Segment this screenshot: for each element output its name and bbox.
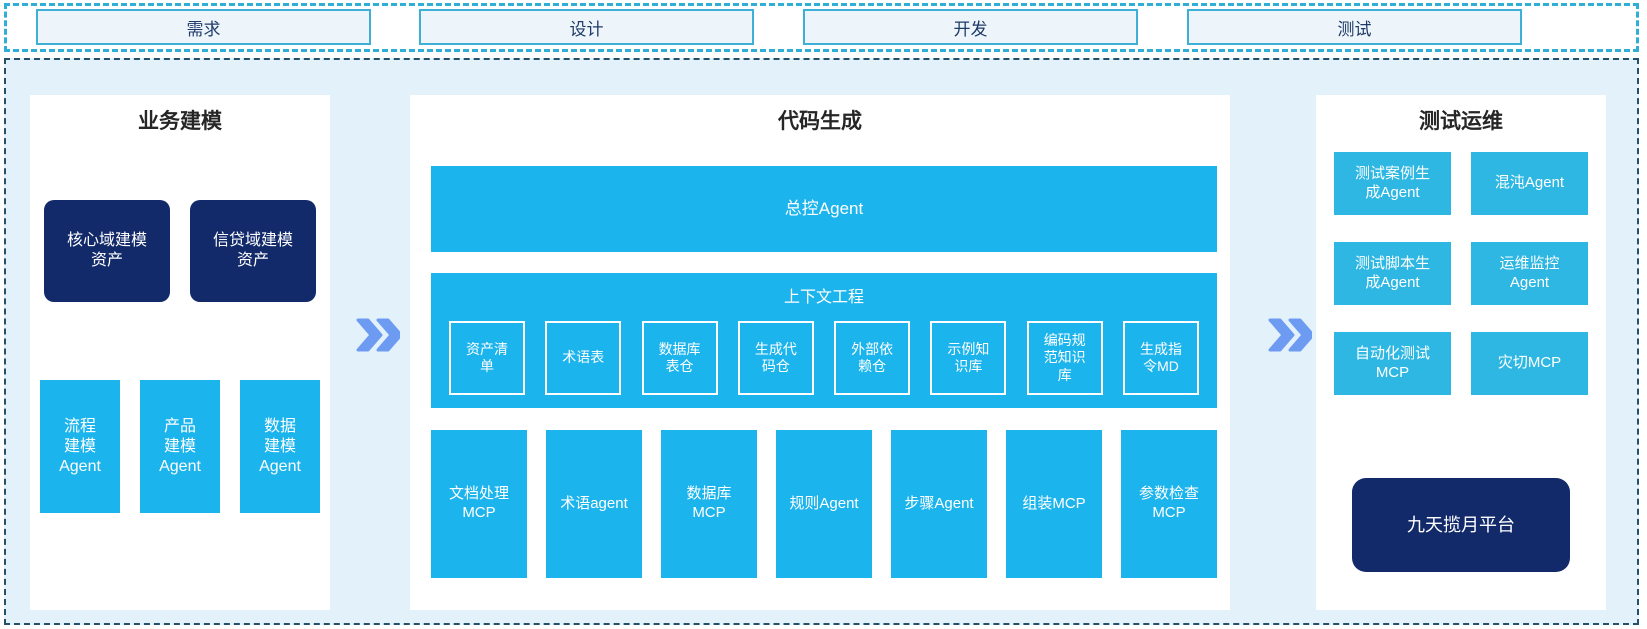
phase-box-design: 设计 — [419, 9, 754, 45]
panel-business-modeling: 业务建模 核心域建模 资产 信贷域建模 资产 流程 建模 Agent 产品 建模… — [30, 95, 330, 610]
assembly-mcp-box: 组装MCP — [1006, 430, 1102, 578]
context-item-row: 资产清 单 术语表 数据库 表仓 生成代 码仓 外部依 赖仓 示例知 识库 编码… — [449, 321, 1199, 395]
auto-test-mcp-box: 自动化测试 MCP — [1334, 332, 1451, 395]
test-script-gen-agent-box: 测试脚本生 成Agent — [1334, 242, 1451, 305]
context-engineering-box: 上下文工程 资产清 单 术语表 数据库 表仓 生成代 码仓 外部依 赖仓 示例知… — [431, 273, 1217, 408]
doc-processing-mcp-box: 文档处理 MCP — [431, 430, 527, 578]
disaster-switch-mcp-box: 灾切MCP — [1471, 332, 1588, 395]
core-domain-asset-box: 核心域建模 资产 — [44, 200, 170, 302]
phase-bar: 需求 设计 开发 测试 — [4, 3, 1639, 52]
generated-code-repo-box: 生成代 码仓 — [737, 321, 814, 395]
coding-standard-kb-box: 编码规 范知识 库 — [1026, 321, 1103, 395]
double-chevron-right-icon — [356, 318, 400, 352]
modeling-agent-row: 流程 建模 Agent 产品 建模 Agent 数据 建模 Agent — [40, 380, 320, 513]
business-modeling-title: 业务建模 — [138, 110, 222, 133]
external-deps-repo-box: 外部依 赖仓 — [834, 321, 911, 395]
phase-box-requirements: 需求 — [36, 9, 371, 45]
panel-test-ops: 测试运维 测试案例生 成Agent 混沌Agent 测试脚本生 成Agent 运… — [1316, 95, 1606, 610]
panel-code-generation: 代码生成 总控Agent 上下文工程 资产清 单 术语表 数据库 表仓 生成代 … — [410, 95, 1230, 610]
generation-instruction-md-box: 生成指 令MD — [1122, 321, 1199, 395]
product-modeling-agent-box: 产品 建模 Agent — [140, 380, 220, 513]
data-modeling-agent-box: 数据 建模 Agent — [240, 380, 320, 513]
test-ops-grid: 测试案例生 成Agent 混沌Agent 测试脚本生 成Agent 运维监控 A… — [1334, 152, 1588, 395]
database-mcp-box: 数据库 MCP — [661, 430, 757, 578]
process-modeling-agent-box: 流程 建模 Agent — [40, 380, 120, 513]
db-table-repo-box: 数据库 表仓 — [641, 321, 718, 395]
chaos-agent-box: 混沌Agent — [1471, 152, 1588, 215]
jiutian-lanyue-platform-box: 九天揽月平台 — [1352, 478, 1570, 572]
master-agent-bar: 总控Agent — [431, 166, 1217, 252]
code-generation-title: 代码生成 — [778, 110, 862, 133]
glossary-box: 术语表 — [545, 321, 622, 395]
test-ops-title: 测试运维 — [1419, 110, 1503, 133]
steps-agent-box: 步骤Agent — [891, 430, 987, 578]
phase-box-development: 开发 — [803, 9, 1138, 45]
context-engineering-title: 上下文工程 — [783, 289, 864, 306]
credit-domain-asset-box: 信贷域建模 资产 — [190, 200, 316, 302]
rules-agent-box: 规则Agent — [776, 430, 872, 578]
modeling-asset-row: 核心域建模 资产 信贷域建模 资产 — [44, 200, 316, 302]
phase-box-testing: 测试 — [1187, 9, 1522, 45]
asset-list-box: 资产清 单 — [449, 321, 525, 395]
ops-monitor-agent-box: 运维监控 Agent — [1471, 242, 1588, 305]
double-chevron-right-icon — [1268, 318, 1312, 352]
example-kb-box: 示例知 识库 — [930, 321, 1007, 395]
param-check-mcp-box: 参数检查 MCP — [1121, 430, 1217, 578]
test-case-gen-agent-box: 测试案例生 成Agent — [1334, 152, 1451, 215]
main-panel: 业务建模 核心域建模 资产 信贷域建模 资产 流程 建模 Agent 产品 建模… — [4, 58, 1639, 625]
tool-agent-row: 文档处理 MCP 术语agent 数据库 MCP 规则Agent 步骤Agent… — [431, 430, 1217, 578]
terminology-agent-box: 术语agent — [546, 430, 642, 578]
